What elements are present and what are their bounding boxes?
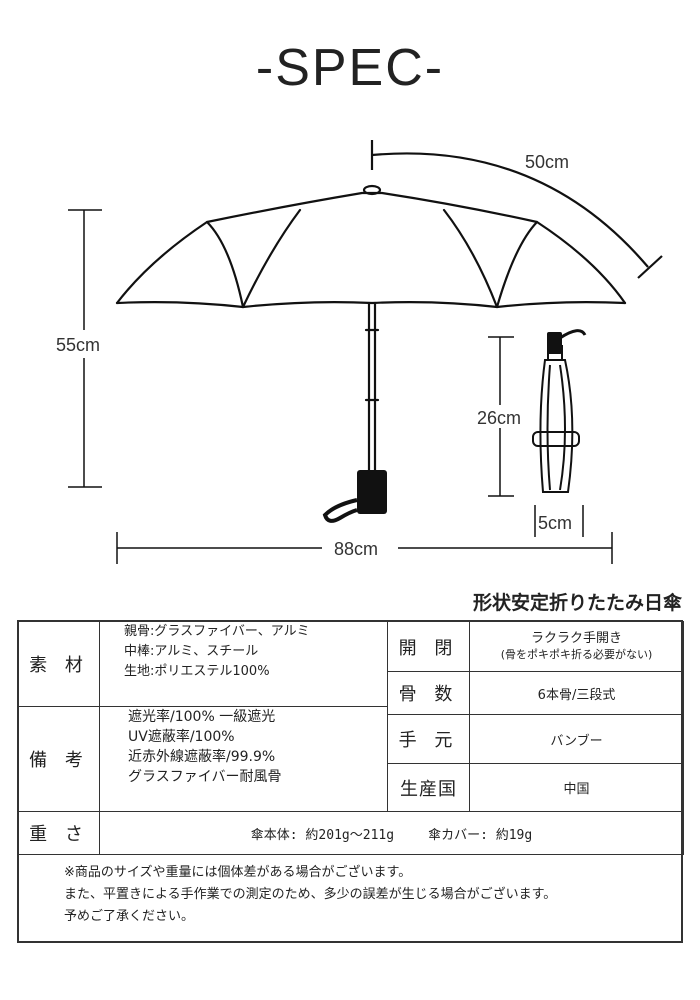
note-line: ※商品のサイズや重量には個体差がある場合がございます。 [64, 865, 412, 880]
origin-value: 中国 [469, 763, 684, 812]
open-close-label: 開 閉 [387, 621, 470, 672]
remarks-line: グラスファイバー耐風骨 [128, 769, 282, 785]
material-line: 中棒:アルミ、スチール [124, 644, 259, 659]
remarks-line: 近赤外線遮蔽率/99.9% [128, 749, 276, 765]
material-line: 親骨:グラスファイバー、アルミ [124, 624, 310, 639]
weight-cover: 傘カバー: 約19g [428, 827, 533, 843]
open-width-label: 88cm [334, 539, 378, 559]
weight-label: 重 さ [18, 811, 100, 855]
handle-value: バンブー [469, 714, 684, 764]
canopy-scallops [115, 301, 627, 309]
handle-label: 手 元 [387, 714, 470, 764]
canopy-outline [115, 191, 627, 305]
canopy-rib [241, 208, 302, 309]
open-close-value: ラクラク手開き (骨をポキポキ折る必要がない) [469, 621, 684, 672]
folded-canopy [539, 359, 574, 493]
material-label: 素 材 [18, 621, 100, 707]
folded-width-label: 5cm [538, 513, 572, 533]
remarks-label: 備 考 [18, 706, 100, 812]
ribs-value: 6本骨/三段式 [469, 671, 684, 715]
handle-strap [322, 498, 358, 523]
handle [357, 470, 387, 514]
remarks-values: 遮光率/100% 一級遮光 UV遮蔽率/100% 近赤外線遮蔽率/99.9% グ… [99, 706, 388, 812]
remarks-line: UV遮蔽率/100% [128, 729, 235, 745]
folded-band [532, 431, 580, 447]
spec-table: 素 材 親骨:グラスファイバー、アルミ 中棒:アルミ、スチール 生地:ポリエステ… [17, 620, 684, 943]
origin-label: 生産国 [387, 763, 470, 812]
canopy-rib [442, 208, 499, 309]
page-title: -SPEC- [255, 39, 445, 97]
umbrella-diagram: 50cm 55cm 88cm 26cm 5cm [56, 140, 663, 564]
open-close-text: ラクラク手開き [530, 630, 622, 646]
rib-length-label: 50cm [525, 152, 569, 172]
note-line: 予めご了承ください。 [64, 909, 195, 924]
folded-length-label: 26cm [477, 408, 521, 428]
note-line: また、平置きによる手作業での測定のため、多少の誤差が生じる場合がございます。 [64, 887, 557, 902]
canopy-tip [362, 184, 382, 196]
material-line: 生地:ポリエステル100% [124, 664, 270, 679]
open-close-note: (骨をポキポキ折る必要がない) [500, 647, 653, 661]
product-name: 形状安定折りたたみ日傘 [472, 592, 682, 614]
folded-handle [547, 332, 562, 354]
remarks-line: 遮光率/100% 一級遮光 [128, 709, 276, 725]
canopy-rib [495, 220, 539, 309]
ribs-label: 骨 数 [387, 671, 470, 715]
weight-body: 傘本体: 約201g〜211g [250, 827, 395, 843]
open-height-label: 55cm [56, 335, 100, 355]
weight-value: 傘本体: 約201g〜211g 傘カバー: 約19g [99, 811, 684, 855]
canopy-rib [205, 220, 245, 309]
notes: ※商品のサイズや重量には個体差がある場合がございます。 また、平置きによる手作業… [18, 854, 684, 943]
material-values: 親骨:グラスファイバー、アルミ 中棒:アルミ、スチール 生地:ポリエステル100… [99, 621, 388, 707]
